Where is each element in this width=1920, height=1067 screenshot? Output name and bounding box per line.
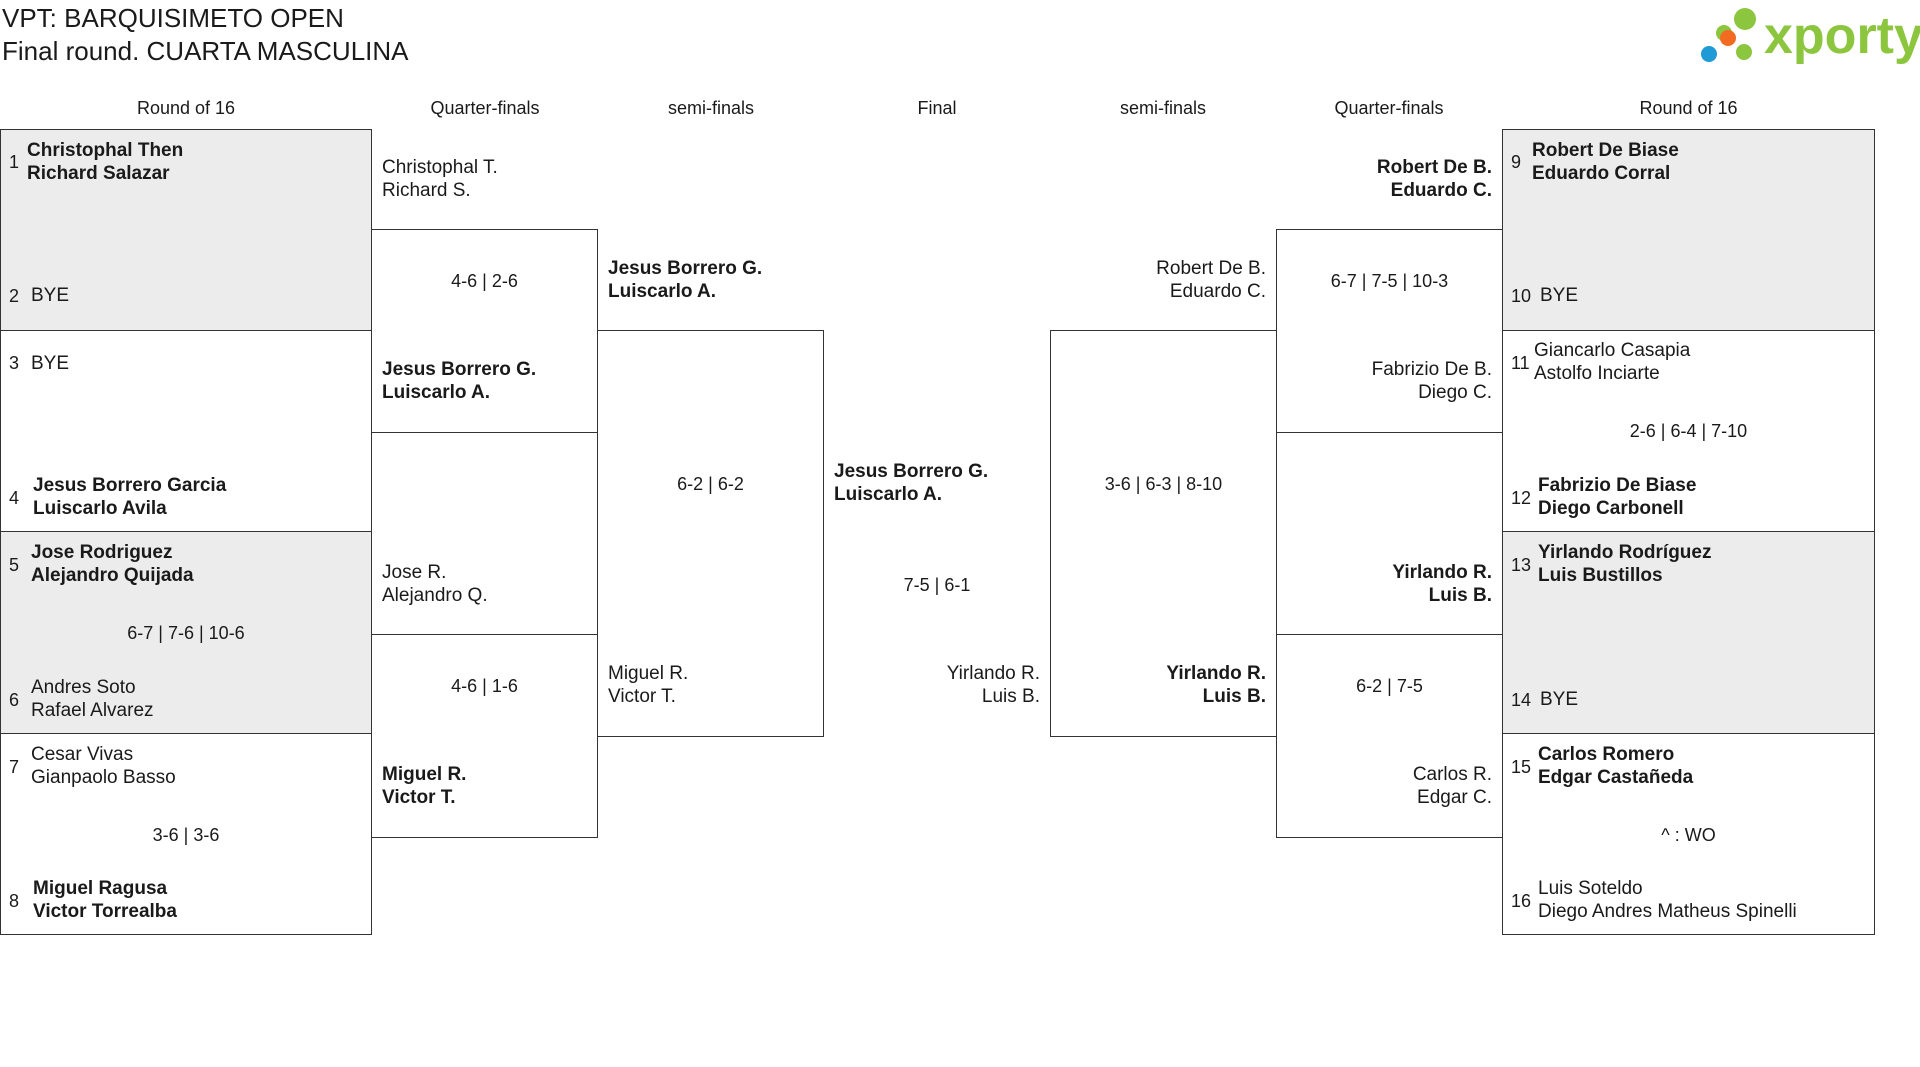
player-name: Robert De Biase bbox=[1532, 140, 1679, 161]
player-name: Astolfo Inciarte bbox=[1534, 363, 1660, 384]
logo-text: xporty bbox=[1764, 7, 1920, 65]
player-name: Eduardo C. bbox=[1169, 281, 1266, 302]
match-score: 3-6 | 6-3 | 8-10 bbox=[1104, 474, 1223, 494]
player-name: Eduardo Corral bbox=[1532, 163, 1671, 184]
r16-match-8 bbox=[1502, 733, 1875, 935]
seed-number: 1 bbox=[9, 152, 20, 172]
match-score: 3-6 | 3-6 bbox=[152, 825, 220, 845]
player-name: Miguel Ragusa bbox=[33, 878, 168, 899]
player-name: Gianpaolo Basso bbox=[31, 767, 176, 788]
seed-number: 12 bbox=[1511, 488, 1532, 508]
match-score: 6-7 | 7-5 | 10-3 bbox=[1330, 271, 1449, 291]
player-name: Alejandro Quijada bbox=[31, 565, 194, 586]
player-name: Victor Torrealba bbox=[33, 901, 177, 922]
player-name: Jesus Borrero Garcia bbox=[33, 475, 227, 496]
player-name: Robert De B. bbox=[1376, 157, 1492, 178]
match-score: 4-6 | 2-6 bbox=[451, 271, 518, 291]
seed-number: 16 bbox=[1511, 891, 1532, 911]
seed-number: 5 bbox=[9, 555, 20, 575]
player-name: BYE bbox=[1540, 689, 1579, 710]
player-name: Andres Soto bbox=[31, 677, 136, 698]
player-name: Carlos R. bbox=[1412, 764, 1492, 785]
player-name: Miguel R. bbox=[382, 764, 467, 785]
round-header-r16-left: Round of 16 bbox=[136, 98, 236, 118]
player-name: Luiscarlo A. bbox=[834, 484, 943, 505]
match-score: 6-2 | 6-2 bbox=[677, 474, 744, 494]
seed-number: 15 bbox=[1511, 757, 1532, 777]
player-name: BYE bbox=[1540, 285, 1579, 306]
xporty-logo: xporty bbox=[1700, 6, 1920, 72]
seed-number: 9 bbox=[1511, 152, 1522, 172]
player-name: Edgar Castañeda bbox=[1538, 767, 1694, 788]
player-name: Jesus Borrero G. bbox=[382, 359, 537, 380]
player-name: Diego C. bbox=[1418, 382, 1492, 403]
player-name: Miguel R. bbox=[608, 663, 689, 684]
player-name: Yirlando R. bbox=[1392, 562, 1492, 583]
player-name: Richard S. bbox=[382, 180, 471, 201]
player-name: Luiscarlo Avila bbox=[33, 498, 167, 519]
player-name: Luis B. bbox=[1428, 585, 1492, 606]
player-name: Cesar Vivas bbox=[31, 744, 134, 765]
player-name: Carlos Romero bbox=[1538, 744, 1675, 765]
round-header-qf-left: Quarter-finals bbox=[430, 98, 540, 118]
seed-number: 6 bbox=[9, 690, 20, 710]
player-name: Yirlando R. bbox=[1166, 663, 1266, 684]
player-name: Jose R. bbox=[382, 562, 447, 583]
seed-number: 7 bbox=[9, 757, 20, 777]
seed-number: 3 bbox=[9, 353, 20, 373]
sf-left-bracket bbox=[597, 330, 824, 737]
seed-number: 2 bbox=[9, 286, 20, 306]
logo-dots-icon bbox=[1701, 8, 1756, 62]
player-name: Luis Bustillos bbox=[1538, 565, 1663, 586]
player-name: Eduardo C. bbox=[1390, 180, 1492, 201]
seed-number: 4 bbox=[9, 488, 20, 508]
player-name: Rafael Alvarez bbox=[31, 700, 154, 721]
match-score: 2-6 | 6-4 | 7-10 bbox=[1629, 421, 1748, 441]
player-name: Luiscarlo A. bbox=[382, 382, 491, 403]
player-name: Richard Salazar bbox=[27, 163, 170, 184]
seed-number: 8 bbox=[9, 891, 20, 911]
player-name: Yirlando Rodríguez bbox=[1538, 542, 1712, 563]
seed-number: 10 bbox=[1511, 286, 1532, 306]
player-name: Luis Soteldo bbox=[1538, 878, 1643, 899]
page-title: VPT: BARQUISIMETO OPEN bbox=[2, 3, 344, 33]
player-name: Jose Rodriguez bbox=[31, 542, 173, 563]
player-name: Victor T. bbox=[382, 787, 456, 808]
player-name: Jesus Borrero G. bbox=[834, 461, 989, 482]
player-name: Fabrizio De B. bbox=[1371, 359, 1492, 380]
match-score: 6-2 | 7-5 bbox=[1356, 676, 1423, 696]
player-name: Edgar C. bbox=[1417, 787, 1492, 808]
round-header-sf-right: semi-finals bbox=[1119, 98, 1207, 118]
match-score: ^ : WO bbox=[1661, 825, 1716, 845]
round-header-sf-left: semi-finals bbox=[667, 98, 755, 118]
player-name: Jesus Borrero G. bbox=[608, 258, 763, 279]
player-name: Diego Andres Matheus Spinelli bbox=[1538, 901, 1797, 922]
seed-number: 13 bbox=[1511, 555, 1532, 575]
player-name: Christophal Then bbox=[27, 140, 184, 161]
round-header-final: Final bbox=[917, 98, 957, 118]
player-name: Fabrizio De Biase bbox=[1538, 475, 1697, 496]
player-name: Victor T. bbox=[608, 686, 676, 707]
match-score: 6-7 | 7-6 | 10-6 bbox=[127, 623, 245, 643]
round-header-r16-right: Round of 16 bbox=[1639, 98, 1738, 118]
r16-match-5 bbox=[1502, 129, 1875, 331]
player-name: BYE bbox=[31, 285, 70, 306]
final-score: 7-5 | 6-1 bbox=[903, 575, 971, 595]
player-name: Luiscarlo A. bbox=[608, 281, 717, 302]
player-name: Diego Carbonell bbox=[1538, 498, 1684, 519]
player-name: Alejandro Q. bbox=[382, 585, 488, 606]
seed-number: 11 bbox=[1511, 353, 1530, 373]
player-name: Christophal T. bbox=[382, 157, 498, 178]
player-name: Robert De B. bbox=[1156, 258, 1266, 279]
player-name: Luis B. bbox=[981, 686, 1040, 707]
sf-right-bracket bbox=[1050, 330, 1277, 737]
player-name: Luis B. bbox=[1202, 686, 1266, 707]
player-name: BYE bbox=[31, 353, 70, 374]
round-header-qf-right: Quarter-finals bbox=[1334, 98, 1444, 118]
page-subtitle: Final round. CUARTA MASCULINA bbox=[2, 36, 409, 66]
seed-number: 14 bbox=[1511, 690, 1532, 710]
player-name: Yirlando R. bbox=[946, 663, 1040, 684]
match-score: 4-6 | 1-6 bbox=[451, 676, 518, 696]
player-name: Giancarlo Casapia bbox=[1534, 340, 1691, 361]
